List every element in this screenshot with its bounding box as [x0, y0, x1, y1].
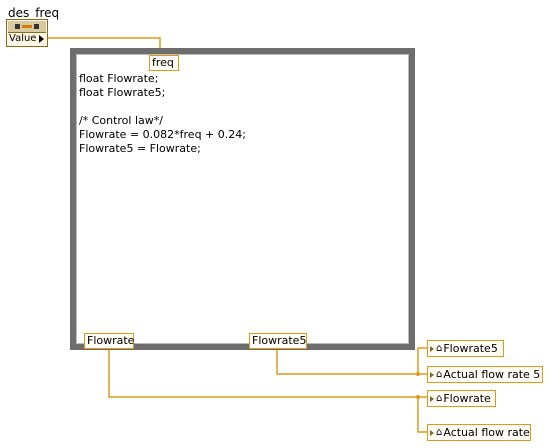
arrow-right-icon	[430, 395, 434, 402]
indicator-flowrate5[interactable]: ⌂ Flowrate5	[427, 340, 504, 357]
indicator-actual-flow-rate-5[interactable]: ⌂ Actual flow rate 5	[427, 366, 543, 383]
formula-code[interactable]: float Flowrate; float Flowrate5; /* Cont…	[79, 72, 246, 155]
control-caption: des_freq	[8, 6, 60, 20]
wire-flowrate	[108, 349, 418, 398]
indicator-actual-flow-rate[interactable]: ⌂ Actual flow rate	[427, 424, 531, 441]
formula-node-frame[interactable]	[70, 48, 415, 350]
wire-flowrate-a	[417, 397, 427, 433]
indicator-label: Actual flow rate	[443, 426, 530, 439]
wire-junction	[416, 395, 420, 399]
output-tunnel-flowrate[interactable]: Flowrate	[84, 333, 134, 349]
output-tunnel-flowrate5[interactable]: Flowrate5	[249, 333, 307, 349]
arrow-right-icon	[430, 429, 434, 436]
arrow-right-icon	[430, 345, 434, 352]
indicator-label: Flowrate5	[443, 342, 498, 355]
wire-junction	[416, 372, 420, 376]
house-icon: ⌂	[436, 427, 443, 438]
node-value-label[interactable]: Value	[9, 33, 45, 44]
house-icon: ⌂	[436, 393, 443, 404]
node-header-icon	[8, 21, 46, 33]
input-tunnel-freq[interactable]: freq	[149, 55, 179, 71]
indicator-label: Flowrate	[443, 392, 491, 405]
house-icon: ⌂	[436, 369, 443, 380]
house-icon: ⌂	[436, 343, 443, 354]
wire-flowrate5	[276, 349, 418, 375]
des-freq-property-node[interactable]: Value	[6, 19, 48, 47]
arrow-right-icon	[430, 371, 434, 378]
indicator-label: Actual flow rate 5	[443, 368, 541, 381]
indicator-flowrate[interactable]: ⌂ Flowrate	[427, 390, 496, 407]
